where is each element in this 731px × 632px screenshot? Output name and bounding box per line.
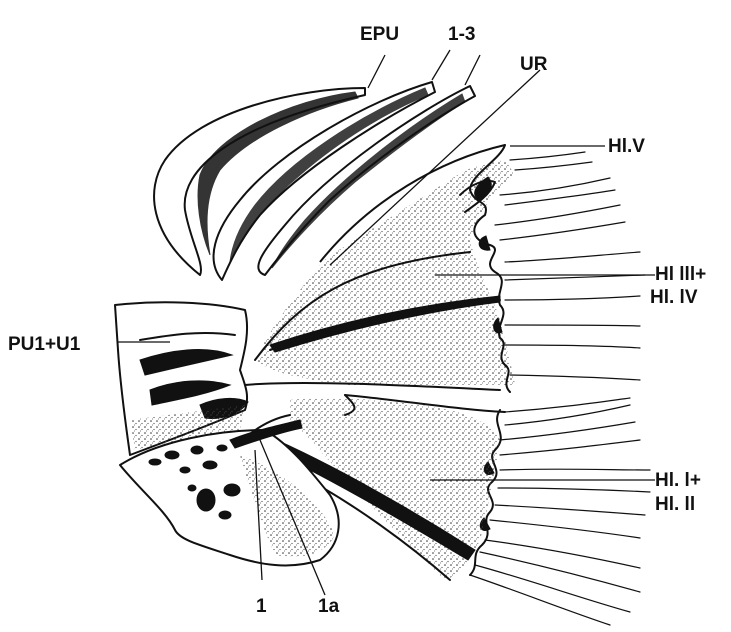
uroneural-leader-a [432, 50, 450, 80]
hypural-1-2-label-line2: Hl. ll [655, 494, 695, 515]
epu-leader [368, 55, 385, 88]
uroneural-label: 1-3 [448, 24, 475, 45]
uroneural-leader-b [465, 55, 480, 85]
parhypural-1a-label: 1a [318, 596, 340, 617]
hypural-1-2-label-line1: Hl. l+ [655, 470, 701, 491]
fin-rays [470, 152, 650, 625]
parhypural-1-label: 1 [256, 596, 267, 617]
hypural-5-label: Hl.V [608, 136, 645, 157]
epu-label: EPU [360, 24, 399, 45]
ur-label: UR [520, 54, 548, 75]
hypural-3-4-label-line1: Hl lll+ [655, 264, 706, 285]
pu1-u1-label: PU1+U1 [8, 334, 81, 355]
hypural-3-4-label-line2: Hl. lV [650, 287, 698, 308]
